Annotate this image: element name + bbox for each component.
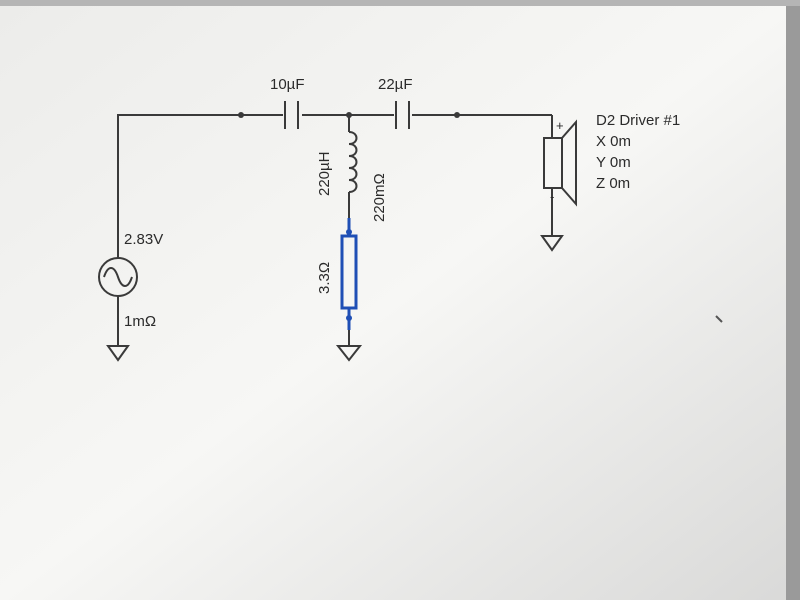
capacitor-c1-value: 10µF (270, 76, 305, 93)
driver-name: D2 Driver #1 (596, 112, 680, 129)
driver-plus-marker: + (556, 118, 564, 133)
inductor-coil (348, 131, 358, 193)
source-voltage: 2.83V (124, 231, 163, 248)
resistor-pin-dot (346, 229, 352, 235)
driver-z-position: Z 0m (596, 175, 630, 192)
capacitor-c1[interactable]: 10µF (270, 76, 305, 129)
monitor-bezel-right (786, 0, 800, 600)
ground-symbol (106, 345, 130, 362)
mouse-pointer-icon (715, 315, 723, 323)
ground-symbol (335, 330, 363, 362)
inductor-resistance: 220mΩ (371, 173, 388, 222)
driver-x-position: X 0m (596, 133, 631, 150)
resistor-r1[interactable]: 3.3Ω (316, 218, 358, 330)
driver-minus-marker: - (550, 189, 554, 204)
capacitor-c2-value: 22µF (378, 76, 413, 93)
resistor-pin-dot (346, 315, 352, 321)
capacitor-c2[interactable]: 22µF (378, 76, 413, 129)
sine-wave-icon (103, 267, 133, 287)
source-resistance: 1mΩ (124, 313, 156, 330)
inductor-inductance: 220µH (316, 151, 333, 196)
junction-dot (238, 112, 244, 118)
driver-y-position: Y 0m (596, 154, 631, 171)
ground-symbol (540, 235, 564, 252)
junction-dot (454, 112, 460, 118)
inductor-l1[interactable]: 220µH 220mΩ (316, 115, 388, 222)
resistor-value: 3.3Ω (316, 262, 333, 294)
monitor-bezel-top (0, 0, 800, 6)
speaker-cone-icon (561, 119, 577, 207)
driver-d2[interactable]: + - D2 Driver #1 X 0m Y 0m Z 0m (543, 112, 680, 236)
voltage-source[interactable]: 2.83V 1mΩ (98, 231, 163, 346)
